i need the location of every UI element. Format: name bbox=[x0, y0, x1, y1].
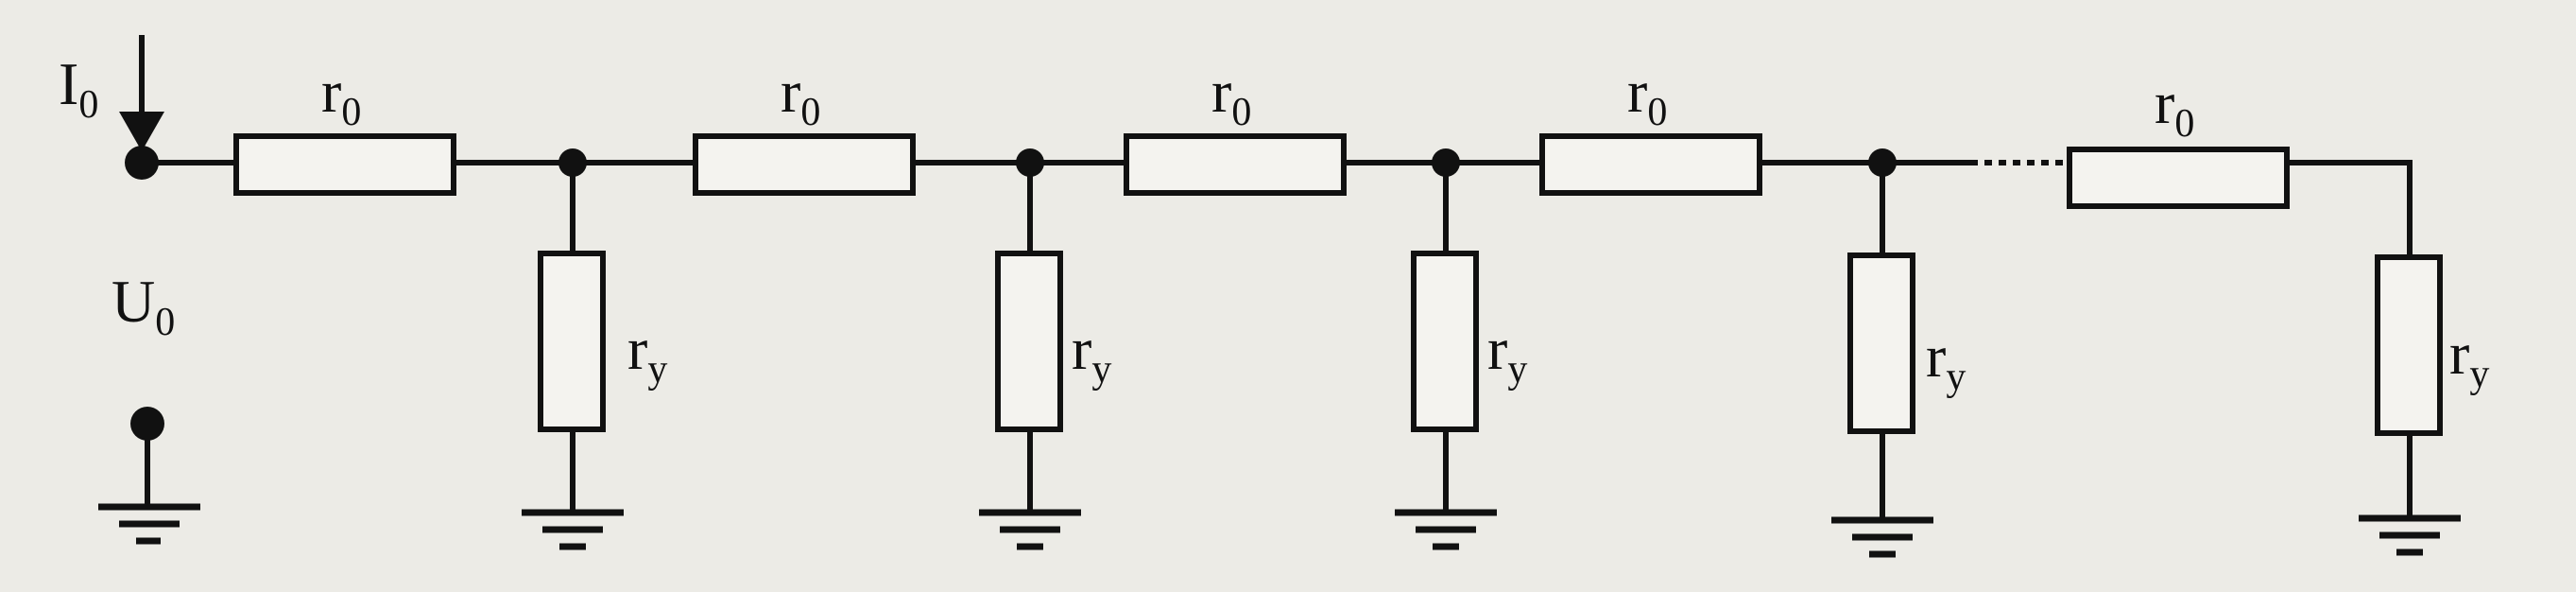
series-resistor-5-label: r0 bbox=[2155, 69, 2194, 146]
series-resistor-4 bbox=[1539, 133, 1762, 196]
series-resistor-3-label: r0 bbox=[1211, 58, 1251, 134]
shunt-resistor-2-label: ry bbox=[1072, 315, 1111, 392]
shunt-resistor-1-label: ry bbox=[627, 315, 667, 392]
series-resistor-2-label: r0 bbox=[781, 58, 820, 134]
input-ground-symbol bbox=[98, 503, 200, 545]
section-4: r0 ry bbox=[1539, 58, 1966, 558]
shunt-resistor-1 bbox=[538, 251, 606, 432]
shunt-resistor-4-label: ry bbox=[1926, 322, 1966, 399]
ground-symbol-4 bbox=[1831, 516, 1933, 558]
series-resistor-5 bbox=[2067, 147, 2290, 209]
input-current-label: I0 bbox=[59, 50, 98, 127]
series-resistor-2 bbox=[693, 133, 916, 196]
shunt-resistor-5-label: ry bbox=[2449, 320, 2489, 396]
section-3: r0 ry bbox=[1124, 58, 1527, 550]
section-2: r0 ry bbox=[693, 58, 1111, 550]
series-resistor-3 bbox=[1124, 133, 1347, 196]
shunt-resistor-2 bbox=[995, 251, 1063, 432]
shunt-resistor-3-label: ry bbox=[1487, 315, 1527, 392]
ground-symbol-5 bbox=[2359, 514, 2461, 556]
shunt-resistor-3 bbox=[1411, 251, 1479, 432]
section-5: r0 ry bbox=[2067, 69, 2489, 556]
shunt-resistor-5 bbox=[2375, 254, 2443, 436]
series-resistor-1-label: r0 bbox=[321, 58, 361, 134]
input-current-arrowhead bbox=[119, 112, 164, 151]
ground-symbol-3 bbox=[1395, 509, 1497, 550]
ground-symbol-1 bbox=[522, 509, 624, 550]
ground-symbol-2 bbox=[979, 509, 1081, 550]
series-resistor-1 bbox=[233, 133, 456, 196]
series-resistor-4-label: r0 bbox=[1627, 58, 1667, 134]
shunt-resistor-4 bbox=[1847, 252, 1915, 434]
section-1: r0 ry bbox=[233, 58, 667, 550]
input-voltage-label: U0 bbox=[112, 268, 175, 344]
